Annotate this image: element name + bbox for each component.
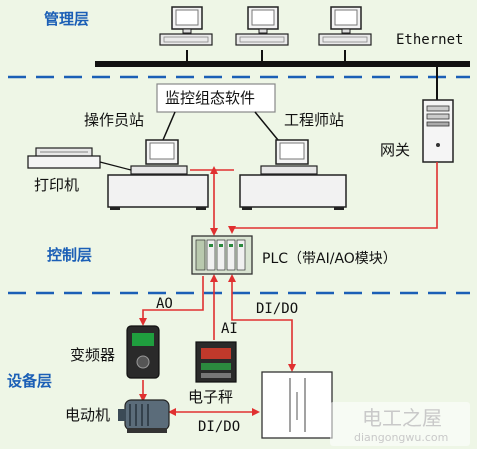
plc-label: PLC（带AI/AO模块） xyxy=(262,251,397,267)
gateway-label: 网关 xyxy=(380,141,411,159)
watermark-badge xyxy=(330,402,470,446)
dido-bottom-label: DI/DO xyxy=(198,419,241,435)
motor-label: 电动机 xyxy=(65,406,111,424)
ao-label: AO xyxy=(156,296,173,312)
scada-software-label: 监控组态软件 xyxy=(165,89,256,107)
ethernet-label: Ethernet xyxy=(396,32,464,48)
operator-station-label: 操作员站 xyxy=(84,111,145,129)
control-cabinet xyxy=(261,371,333,439)
watermark-url: diangongwu.com xyxy=(354,431,449,444)
inverter-label: 变频器 xyxy=(70,346,116,364)
ao-line xyxy=(142,276,204,322)
management-layer-label: 管理层 xyxy=(44,10,90,28)
scada-link-engineer xyxy=(254,111,279,141)
plc-rack xyxy=(191,235,253,275)
signal-arrows xyxy=(139,166,296,416)
management-computer-1 xyxy=(159,6,213,46)
control-layer-label: 控制层 xyxy=(47,246,93,264)
printer xyxy=(27,147,132,171)
dido-plc-line xyxy=(231,278,293,370)
dido-top-label: DI/DO xyxy=(256,301,299,317)
scada-link-operator xyxy=(162,111,176,141)
watermark-title: 电工之屋 xyxy=(362,406,442,430)
management-computer-3 xyxy=(318,6,372,46)
operator-station xyxy=(107,139,209,210)
management-computer-2 xyxy=(235,6,289,46)
scada-software-box xyxy=(156,83,276,113)
inverter xyxy=(126,325,160,379)
device-layer-label: 设备层 xyxy=(7,372,53,390)
motor xyxy=(118,399,170,433)
engineer-station xyxy=(239,139,347,210)
gateway-server xyxy=(422,99,454,163)
engineer-station-label: 工程师站 xyxy=(284,111,345,129)
scale-label: 电子秤 xyxy=(188,388,234,406)
printer-label: 打印机 xyxy=(34,176,80,194)
electronic-scale xyxy=(195,341,237,383)
ai-label: AI xyxy=(221,321,238,337)
ethernet-bus xyxy=(95,61,470,67)
